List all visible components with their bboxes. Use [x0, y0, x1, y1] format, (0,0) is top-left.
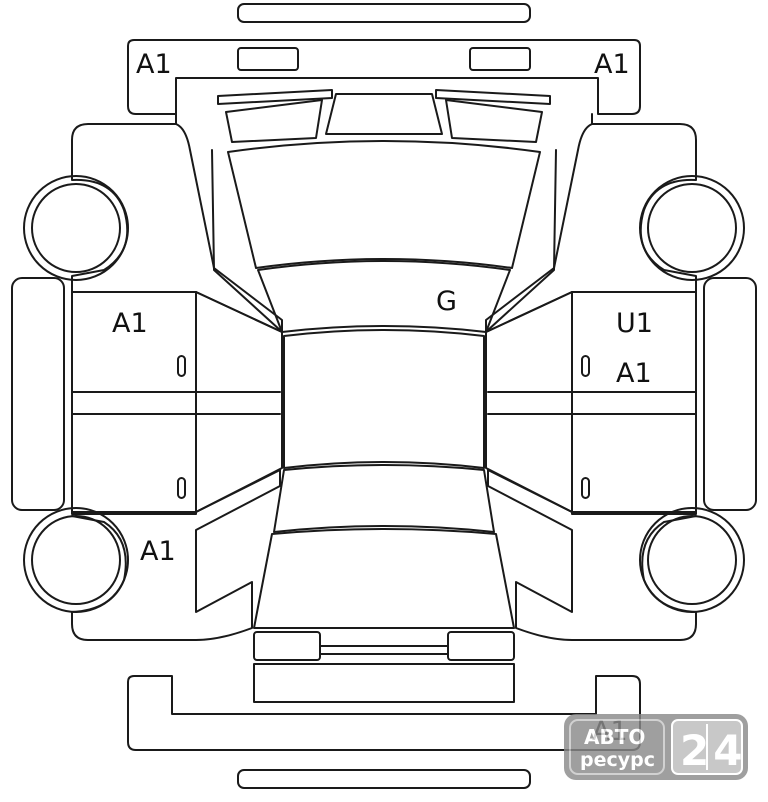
rear-panel	[253, 663, 515, 703]
rear-bumper-strip	[237, 769, 531, 789]
mark-front-left: A1	[136, 49, 172, 80]
rear-window	[273, 464, 495, 533]
trunk	[253, 528, 515, 629]
mark-rear-left-fender: A1	[140, 536, 176, 567]
headlamp-strip-left	[217, 89, 333, 105]
right-rear-fender	[487, 469, 697, 641]
a-pillar-left	[211, 149, 281, 331]
front-light-left	[237, 47, 299, 71]
wheel-front-right	[639, 175, 745, 281]
front-bumper-strip	[237, 3, 531, 23]
mark-front-right: A1	[594, 49, 630, 80]
watermark-line2: ресурс	[580, 749, 655, 771]
tail-light-left	[253, 631, 321, 661]
mark-windshield: G	[436, 286, 457, 317]
hood	[227, 140, 541, 269]
front-bumper	[127, 39, 641, 115]
headlamp-strip-right	[435, 89, 551, 105]
headlamp-right	[445, 99, 543, 143]
a-pillar-right	[487, 149, 557, 331]
left-doors	[71, 291, 283, 515]
rear-bumper	[127, 675, 641, 751]
left-rear-fender	[71, 469, 281, 641]
right-doors	[485, 291, 697, 515]
mark-front-right-door-1: U1	[616, 308, 653, 339]
right-front-fender	[485, 113, 697, 333]
watermark-line1: АВТО	[584, 725, 645, 749]
front-light-right	[469, 47, 531, 71]
watermark-digits: 24	[680, 726, 746, 775]
wheel-front-left	[23, 175, 129, 281]
rear-panel-top	[319, 645, 449, 655]
grille	[325, 93, 443, 135]
mark-front-right-door-2: A1	[616, 358, 652, 389]
mark-front-left-door: A1	[112, 308, 148, 339]
left-front-fender	[71, 113, 283, 333]
roof	[283, 329, 485, 469]
right-sill	[703, 277, 757, 511]
watermark-inner	[569, 719, 665, 775]
watermark-logo: АВТО ресурс 24	[564, 714, 748, 780]
windshield	[257, 260, 511, 333]
tail-light-right	[447, 631, 515, 661]
left-sill	[11, 277, 65, 511]
headlamp-left	[225, 99, 323, 143]
